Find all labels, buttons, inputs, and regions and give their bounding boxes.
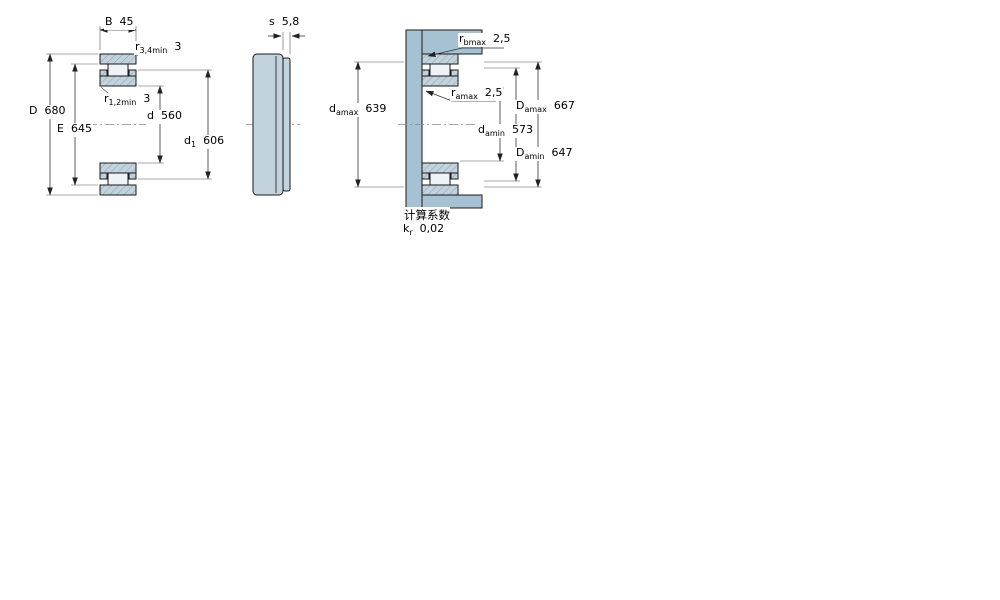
front-view — [88, 53, 146, 196]
mounting-view — [398, 29, 502, 209]
side-view — [246, 32, 305, 196]
calculation-factors-heading: 计算系数 — [404, 207, 450, 223]
